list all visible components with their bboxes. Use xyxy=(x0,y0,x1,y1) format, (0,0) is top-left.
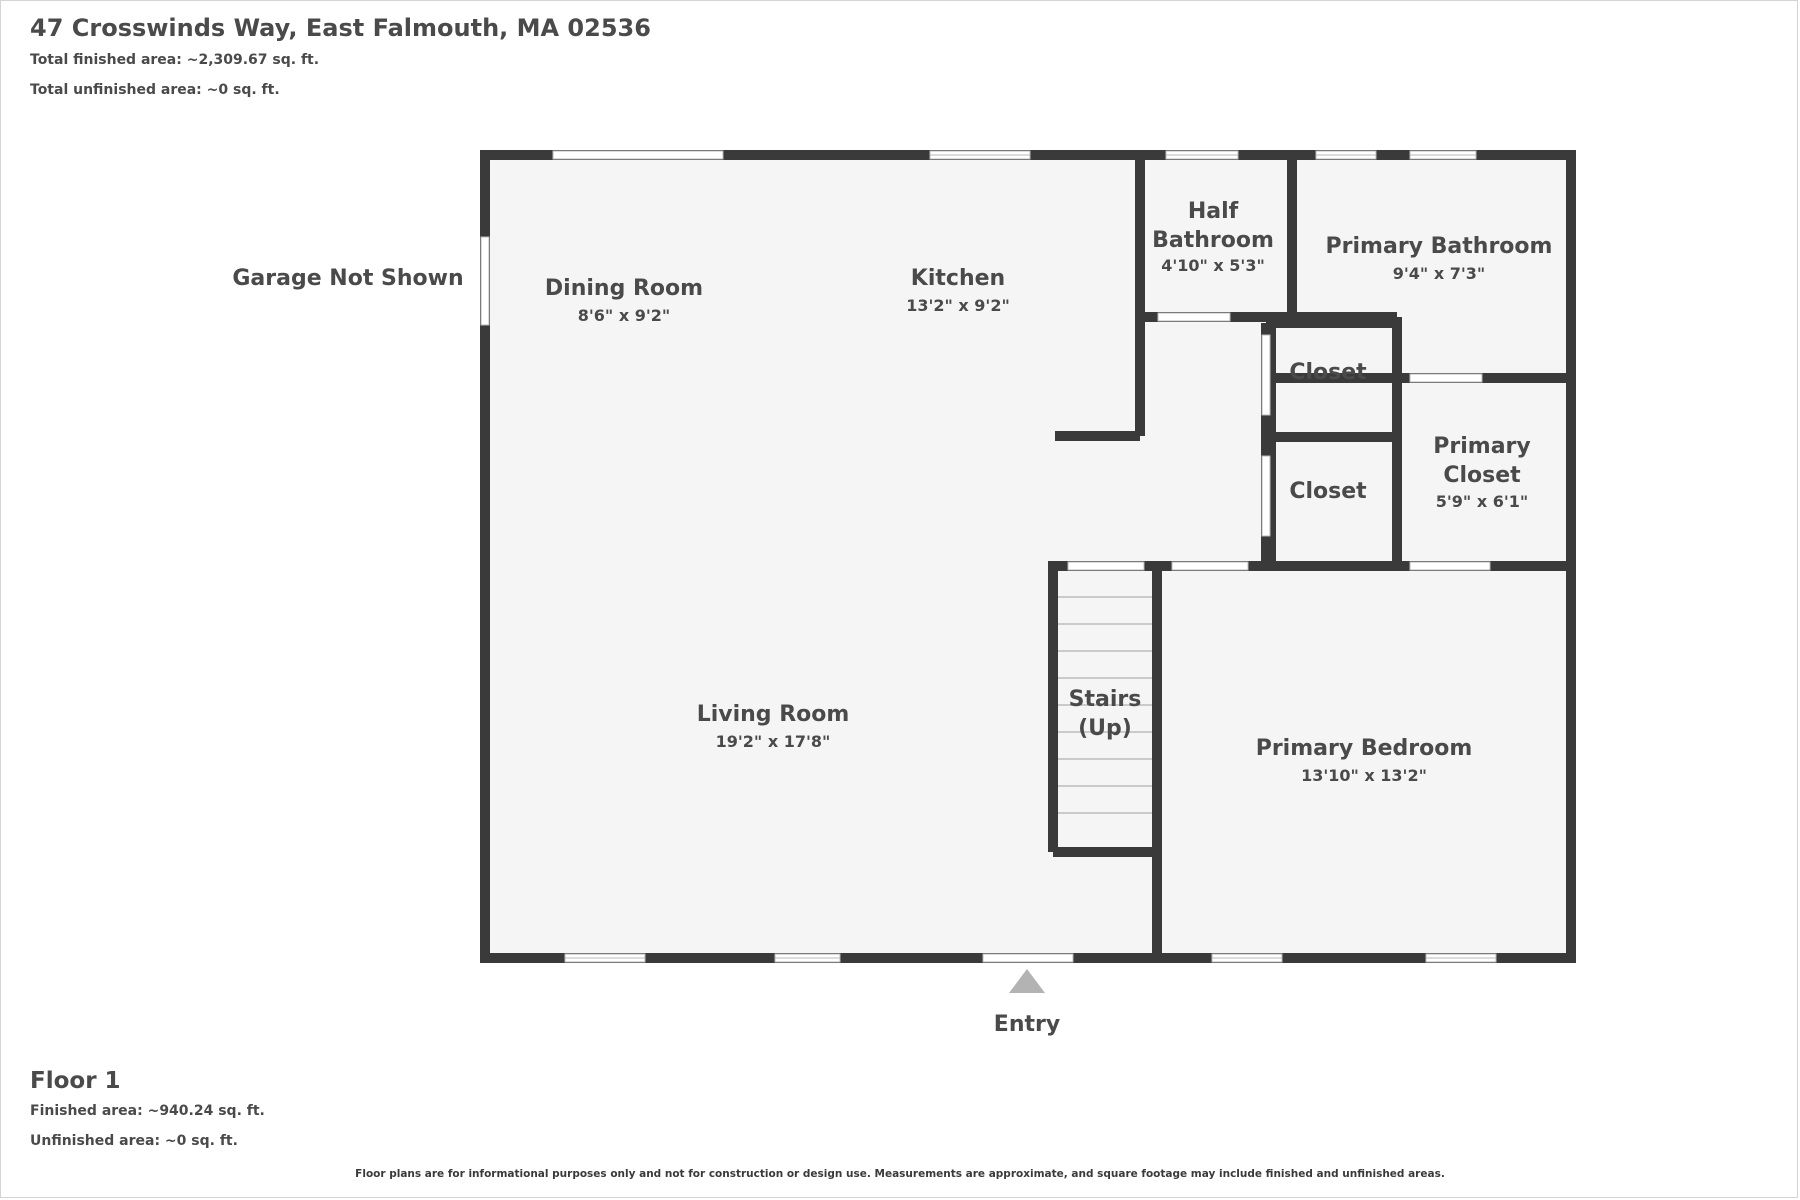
primary-bath-name: Primary Bathroom xyxy=(1326,234,1553,259)
total-finished-area: Total finished area: ~2,309.67 sq. ft. xyxy=(30,52,320,68)
half-bath-name-1: Half xyxy=(1188,199,1239,224)
half-bath-dims: 4'10" x 5'3" xyxy=(1161,256,1265,275)
stair-treads xyxy=(1058,596,1152,814)
closet-lower-name: Closet xyxy=(1289,479,1367,504)
floor-unfinished-area: Unfinished area: ~0 sq. ft. xyxy=(30,1133,238,1149)
door-primary-closet-south xyxy=(1409,561,1491,571)
garage-note: Garage Not Shown xyxy=(232,266,463,291)
property-address: 47 Crosswinds Way, East Falmouth, MA 025… xyxy=(30,14,651,42)
living-room-name: Living Room xyxy=(697,702,850,727)
stairs-name-2: (Up) xyxy=(1078,716,1132,741)
door-closet-upper xyxy=(1261,334,1271,416)
window-dining-top xyxy=(552,150,724,160)
opening-stairs-top xyxy=(1067,561,1145,571)
floor-title: Floor 1 xyxy=(30,1068,121,1094)
entry-label: Entry xyxy=(994,1012,1060,1037)
primary-closet-name-1: Primary xyxy=(1433,434,1530,459)
dining-room-name: Dining Room xyxy=(545,276,703,301)
primary-bath-dims: 9'4" x 7'3" xyxy=(1393,264,1485,283)
total-unfinished-area: Total unfinished area: ~0 sq. ft. xyxy=(30,82,280,98)
closet-upper-name: Closet xyxy=(1289,360,1367,385)
door-primary-closet-north xyxy=(1409,373,1483,383)
door-half-bath xyxy=(1157,312,1231,322)
door-entry xyxy=(982,953,1074,963)
door-bedroom xyxy=(1171,561,1249,571)
entry-arrow-icon xyxy=(1009,969,1045,993)
opening-garage xyxy=(480,236,490,326)
primary-bedroom-dims: 13'10" x 13'2" xyxy=(1301,766,1427,785)
floor-finished-area: Finished area: ~940.24 sq. ft. xyxy=(30,1103,265,1119)
floor-area xyxy=(485,155,1571,958)
primary-bedroom-name: Primary Bedroom xyxy=(1256,736,1473,761)
dining-room-dims: 8'6" x 9'2" xyxy=(578,306,670,325)
disclaimer: Floor plans are for informational purpos… xyxy=(355,1168,1445,1180)
stairs-name-1: Stairs xyxy=(1069,687,1142,712)
living-room-dims: 19'2" x 17'8" xyxy=(716,732,831,751)
kitchen-name: Kitchen xyxy=(911,266,1005,291)
door-closet-lower xyxy=(1261,455,1271,537)
primary-closet-name-2: Closet xyxy=(1443,463,1521,488)
primary-closet-dims: 5'9" x 6'1" xyxy=(1436,492,1528,511)
half-bath-name-2: Bathroom xyxy=(1152,228,1274,253)
kitchen-dims: 13'2" x 9'2" xyxy=(906,296,1010,315)
